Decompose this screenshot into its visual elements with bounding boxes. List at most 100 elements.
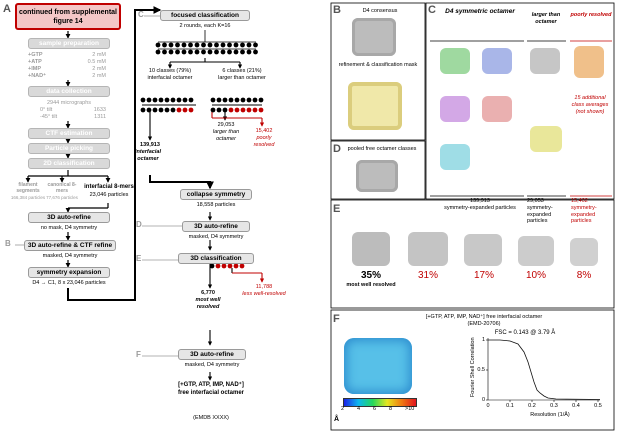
c-col3: poorly resolved: [570, 12, 612, 18]
reagent-3-name: +NAD⁺: [28, 73, 47, 79]
refine-ctf-box: 3D auto-refine & CTF refine: [24, 240, 116, 251]
class3d-label: 3D classification: [190, 255, 242, 262]
class-node: [233, 49, 239, 55]
class-node: [181, 42, 187, 48]
class-node: [175, 49, 180, 55]
mid-autorefine-box: 3D auto-refine: [182, 221, 250, 232]
count-good: 6,770: [201, 290, 215, 296]
mid-autorefine-label: 3D auto-refine: [194, 223, 238, 230]
reagent-2-conc: 2 mM: [92, 66, 106, 72]
class-node: [152, 97, 158, 103]
final-emdb: (EMDB XXXX): [193, 415, 229, 421]
class-node: [194, 49, 200, 55]
e-pct-1: 31%: [417, 270, 438, 281]
class-node-red: [215, 263, 221, 269]
reagent-1-conc: 0.5 mM: [87, 59, 106, 65]
picking-box: Particle picking: [28, 143, 110, 154]
class-node: [207, 42, 213, 48]
picking-label: Particle picking: [44, 145, 94, 152]
reagent-2-name: +IMP: [28, 66, 41, 72]
class-node: [201, 49, 206, 55]
class-node: [188, 49, 193, 55]
continued-box: continued from supplemental figure 14: [15, 3, 121, 30]
ctf-box: CTF estimation: [28, 128, 110, 139]
fsc-xtick-3: 0.3: [550, 403, 558, 409]
class-node: [194, 42, 200, 48]
label-less: less well-resolved: [242, 291, 286, 297]
fsc-xtick-0: 0: [486, 403, 490, 409]
class-node-red: [246, 107, 252, 113]
final-refine-sub: masked, D4 symmetry: [184, 362, 240, 368]
class-node: [253, 42, 258, 48]
letter-f-ref: F: [136, 350, 141, 359]
class-node: [222, 97, 228, 103]
class-node: [214, 49, 219, 55]
count-larger: 29,053: [217, 122, 235, 128]
mid-autorefine-sub: masked, D4 symmetry: [188, 234, 244, 240]
cb-tick-4: >10: [405, 406, 415, 412]
fsc-ytick-1: 1: [481, 337, 485, 343]
branch2-name: canonical 8-mers: [47, 182, 77, 194]
left-group-count: 10 classes (79%): [148, 68, 192, 74]
class-node-red: [227, 263, 233, 269]
class-node: [140, 97, 146, 103]
f-title: [+GTP, ATP, IMP, NAD⁺] free interfacial …: [425, 314, 543, 320]
e-best-label: most well resolved: [346, 282, 396, 288]
class-map-cyan: [440, 144, 470, 170]
class-node: [164, 107, 170, 113]
data-collection-box: data collection: [28, 86, 110, 97]
colorbar: [343, 398, 417, 407]
class-node: [240, 97, 246, 103]
c-count3: 15,402: [571, 198, 588, 204]
branch1-name: filament segments: [16, 182, 40, 194]
class-node: [164, 97, 170, 103]
autorefine-sub: no mask, D4 symmetry: [40, 225, 98, 231]
class-node: [246, 97, 252, 103]
e-map-2: [464, 234, 502, 266]
consensus-map: [352, 18, 396, 56]
cb-unit: Å: [334, 416, 340, 423]
b-caption: refinement & classification mask: [338, 62, 418, 68]
class-node: [209, 263, 215, 269]
e-map-3: [518, 236, 554, 266]
fsc-ylabel: Fourier Shell Correlation: [469, 337, 476, 398]
class-node: [140, 107, 146, 113]
tilt-0-label: 0° tilt: [40, 107, 53, 113]
class-node: [155, 49, 161, 55]
class-node: [146, 107, 152, 113]
panel-letter-b: B: [333, 4, 341, 16]
class-node: [227, 42, 232, 48]
class-node: [168, 49, 174, 55]
e-map-0: [352, 232, 390, 266]
class-node: [158, 107, 164, 113]
cb-tick-3: 8: [389, 406, 393, 412]
class-node: [162, 49, 167, 55]
c-count2: 29,053: [527, 198, 544, 204]
sym-exp-label: symmetry expansion: [36, 269, 102, 276]
letter-e-ref: E: [136, 254, 142, 263]
class-node: [182, 97, 188, 103]
right-group-count: 6 classes (21%): [222, 68, 262, 74]
class-node: [246, 42, 252, 48]
focused-sub: 2 rounds, each K=16: [179, 23, 231, 29]
e-map-4: [570, 238, 598, 266]
panel-letter-a: A: [3, 3, 11, 15]
letter-d-ref: D: [136, 220, 142, 229]
reagent-3-conc: 2 mM: [92, 73, 106, 79]
class-node: [216, 107, 222, 113]
class-node-red: [182, 107, 188, 113]
count-interfacial: 139,913: [140, 142, 160, 148]
class-node-red: [176, 107, 182, 113]
label-good: most well resolved: [195, 297, 221, 310]
c-count1: 139,913: [470, 198, 490, 204]
fsc-xtick-1: 0.1: [506, 403, 514, 409]
class-node: [246, 49, 252, 55]
cb-tick-0: 2: [341, 406, 345, 412]
class-node: [222, 107, 228, 113]
reagent-0-conc: 2 mM: [92, 52, 106, 58]
class-node: [234, 97, 240, 103]
class-node: [216, 97, 222, 103]
letter-c-ref: C: [138, 10, 144, 19]
sym-exp-box: symmetry expansion: [28, 267, 110, 278]
label-poor: poorly resolved: [253, 135, 275, 148]
